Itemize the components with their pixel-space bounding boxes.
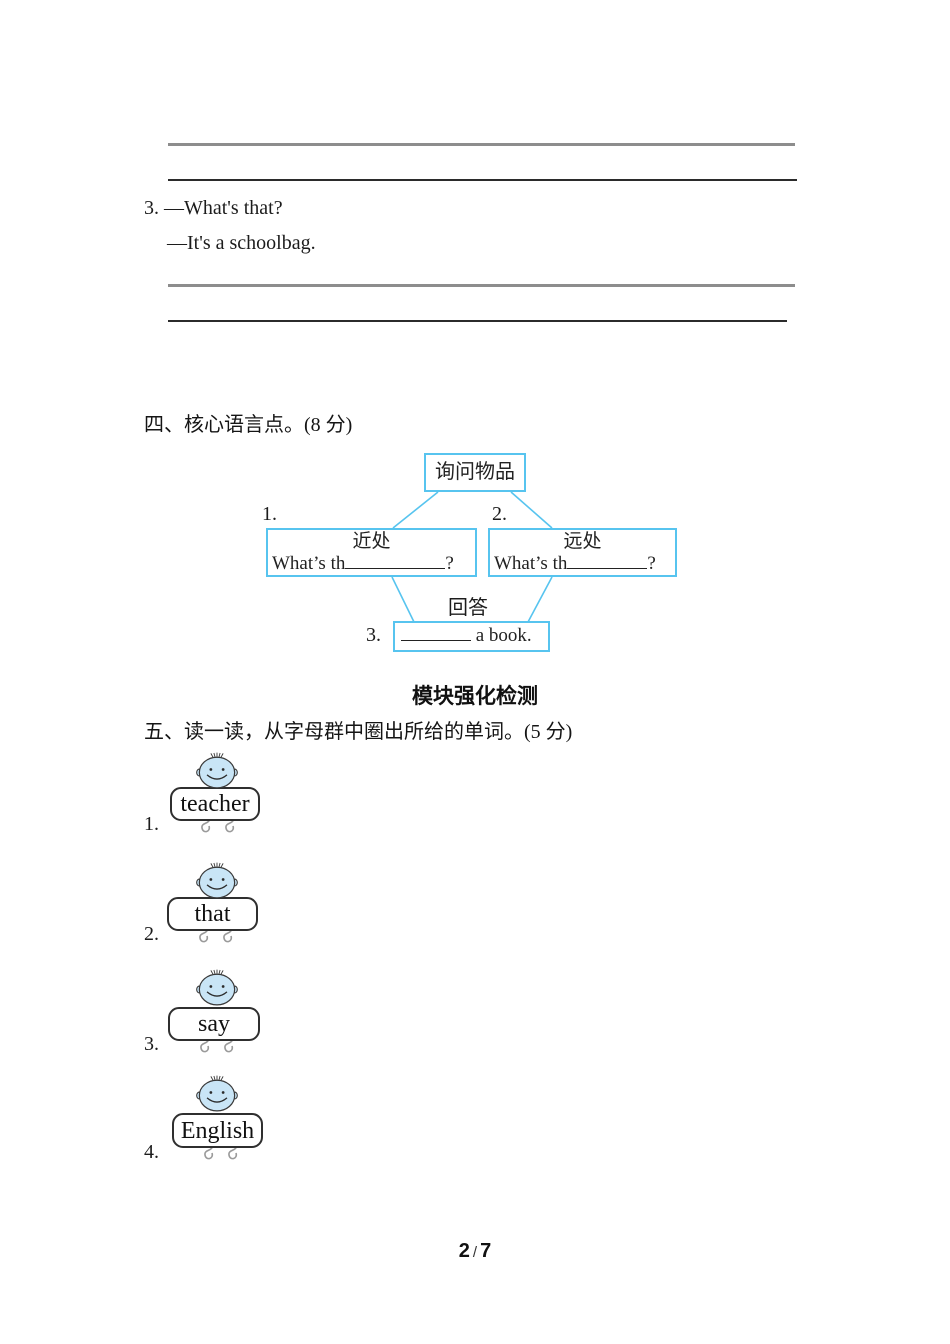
dialogue-number: 3. <box>144 197 159 219</box>
page-current: 2 <box>458 1240 470 1262</box>
writing-line <box>168 320 787 322</box>
dialogue-question: 3. —What's that? <box>144 197 283 220</box>
dialogue-answer-text: —It's a schoolbag. <box>167 232 316 254</box>
word-sign: that <box>167 897 258 931</box>
diagram-item1-number: 1. <box>262 503 277 525</box>
diagram-topic-box: 询问物品 <box>424 453 526 492</box>
near-question-suffix: ? <box>445 553 454 574</box>
word-sign: say <box>168 1007 260 1041</box>
dialogue-answer: —It's a schoolbag. <box>167 232 316 255</box>
curled-hands-icon <box>201 816 235 833</box>
diagram-answer-label: 回答 <box>448 597 488 619</box>
curled-hands-icon <box>200 1036 234 1053</box>
near-question: What’s th? <box>272 553 471 575</box>
word-sign: English <box>172 1113 263 1148</box>
page-total: 7 <box>480 1240 492 1262</box>
diagram-far-box: 远处 What’s th? <box>488 528 677 577</box>
writing-line <box>168 179 797 181</box>
near-label: 近处 <box>352 531 391 552</box>
diagram-connector-lines <box>391 491 553 623</box>
far-question-suffix: ? <box>647 553 656 574</box>
kid-face-icon <box>196 862 238 899</box>
kid-face-icon <box>196 1075 238 1112</box>
item2-number: 2. <box>144 923 159 945</box>
curled-hands-icon <box>204 1143 238 1160</box>
kid-face-icon <box>196 969 238 1006</box>
far-label: 远处 <box>563 531 602 552</box>
word-sign: teacher <box>170 787 260 821</box>
item1-number: 1. <box>144 813 159 835</box>
item4-number: 4. <box>144 1141 159 1163</box>
section5-heading: 五、读一读，从字母群中圈出所给的单词。(5 分) <box>144 721 573 743</box>
diagram-item3-number: 3. <box>366 624 381 646</box>
far-question-prefix: What’s th <box>494 553 568 574</box>
far-answer-blank <box>567 554 648 569</box>
writing-line <box>168 284 795 287</box>
diagram-item2-number: 2. <box>492 503 507 525</box>
near-question-prefix: What’s th <box>272 553 346 574</box>
diagram-near-box: 近处 What’s th? <box>266 528 477 577</box>
section4-heading: 四、核心语言点。(8 分) <box>144 414 353 436</box>
diagram-answer-box: a book. <box>393 621 550 652</box>
far-question: What’s th? <box>494 553 671 575</box>
near-answer-blank <box>345 554 446 569</box>
page-separator: / <box>472 1244 478 1261</box>
item3-number: 3. <box>144 1033 159 1055</box>
writing-line <box>168 143 795 146</box>
kid-face-icon <box>196 752 238 789</box>
answer-blank <box>401 626 471 641</box>
curled-hands-icon <box>199 926 233 943</box>
answer-suffix: a book. <box>475 625 532 646</box>
page-indicator: 2/7 <box>0 1240 950 1263</box>
dialogue-question-text: —What's that? <box>164 197 283 219</box>
module-heading: 模块强化检测 <box>412 684 538 708</box>
